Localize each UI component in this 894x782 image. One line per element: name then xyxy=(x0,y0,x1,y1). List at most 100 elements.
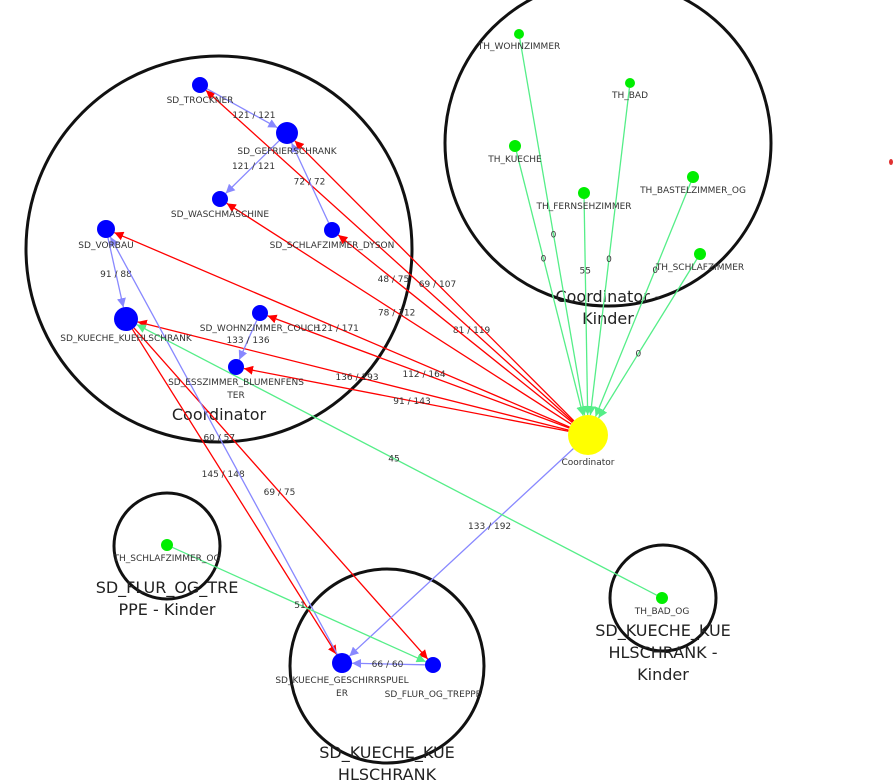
node-label: SD_KUECHE_GESCHIRRSPUEL xyxy=(275,676,408,686)
node-label: ER xyxy=(336,689,348,699)
router-node-dot[interactable] xyxy=(324,222,340,238)
edge-label: 121 / 121 xyxy=(232,111,275,121)
router-node-dot[interactable] xyxy=(332,653,352,673)
edge-trockner-gefrier[interactable] xyxy=(206,88,278,129)
edge-label: 0 xyxy=(636,350,642,360)
edge-label: 69 / 75 xyxy=(264,488,296,498)
edge-label: 0 xyxy=(541,255,547,265)
router-node-dot[interactable] xyxy=(192,77,208,93)
edge-geschirr-vorbau[interactable] xyxy=(109,236,338,655)
edge-treppe-geschirr[interactable] xyxy=(351,658,426,668)
edge-label: 69 / 107 xyxy=(419,280,456,290)
edge-label: 72 / 72 xyxy=(294,178,326,188)
group-label: HLSCHRANK xyxy=(338,765,437,782)
enddevice-node-dot[interactable] xyxy=(656,592,668,604)
edge-label: 112 / 164 xyxy=(402,370,445,380)
edge-th_schlaf-coord[interactable] xyxy=(597,258,698,419)
node-th-wohn[interactable]: TH_WOHNZIMMER xyxy=(477,29,561,52)
edge-couch-ess[interactable] xyxy=(238,320,258,360)
edge-label: 0 xyxy=(652,266,658,276)
node-label: SD_WOHNZIMMER_COUCH xyxy=(200,324,320,334)
edge-th_bad-coord[interactable] xyxy=(586,87,631,416)
router-node-dot[interactable] xyxy=(114,307,138,331)
enddevice-node-dot[interactable] xyxy=(514,29,524,39)
edge-coord-ess[interactable] xyxy=(243,365,569,432)
node-th-bad[interactable]: TH_BAD xyxy=(611,78,648,101)
node-dyson[interactable]: SD_SCHLAFZIMMER_DYSON xyxy=(270,222,395,251)
group-label: SD_KUECHE_KUE xyxy=(319,743,455,763)
node-th-schlaf[interactable]: TH_SCHLAFZIMMER xyxy=(655,248,744,273)
node-th-kueche[interactable]: TH_KUECHE xyxy=(487,140,542,165)
edge-th_bastel-coord[interactable] xyxy=(594,182,692,417)
node-th-fern[interactable]: TH_FERNSEHZIMMER xyxy=(535,187,632,212)
edge-dyson-gefrier[interactable] xyxy=(291,142,330,224)
node-kuehl[interactable]: SD_KUECHE_KUEHLSCHRANK xyxy=(60,307,193,344)
edge-label: 78 / 112 xyxy=(378,308,415,318)
node-th-bastel[interactable]: TH_BASTELZIMMER_OG xyxy=(639,171,746,196)
node-geschirr[interactable]: SD_KUECHE_GESCHIRRSPUEL ER xyxy=(275,653,409,699)
edge-coord-vorbau[interactable] xyxy=(114,231,570,428)
edge-kuehl-geschirr[interactable] xyxy=(131,328,338,655)
enddevice-node-dot[interactable] xyxy=(625,78,635,88)
node-label: TH_FERNSEHZIMMER xyxy=(535,202,631,212)
edge-label: 91 / 143 xyxy=(393,397,430,407)
node-label: TH_KUECHE xyxy=(487,155,542,165)
edge-gefrier-wasch[interactable] xyxy=(225,140,280,194)
node-label: SD_FLUR_OG_TREPPE xyxy=(385,690,482,700)
group-label: Kinder xyxy=(582,309,634,328)
enddevice-node-dot[interactable] xyxy=(578,187,590,199)
node-treppe[interactable]: SD_FLUR_OG_TREPPE xyxy=(385,657,482,700)
edge-coord-kuehl[interactable] xyxy=(137,319,569,431)
enddevice-node-dot[interactable] xyxy=(161,539,173,551)
edge-th_kueche-coord[interactable] xyxy=(515,151,586,416)
node-coord[interactable]: Coordinator xyxy=(561,415,615,468)
router-node-dot[interactable] xyxy=(212,191,228,207)
edge-label: 55 xyxy=(580,266,591,276)
node-label: Coordinator xyxy=(561,458,614,468)
node-vorbau[interactable]: SD_VORBAU xyxy=(78,220,134,251)
edge-coord-couch[interactable] xyxy=(267,314,570,429)
enddevice-node-dot[interactable] xyxy=(694,248,706,260)
edge-kuehl-treppe[interactable] xyxy=(133,327,429,660)
edge-label: 48 / 75 xyxy=(378,275,410,285)
router-node-dot[interactable] xyxy=(425,657,441,673)
coordinator-node-dot[interactable] xyxy=(568,415,608,455)
group-circle-g-coord xyxy=(24,54,414,444)
edge-th_wohn-coord[interactable] xyxy=(519,38,588,416)
node-label: SD_TROCKNER xyxy=(167,96,234,106)
node-couch[interactable]: SD_WOHNZIMMER_COUCH xyxy=(200,305,320,334)
router-node-dot[interactable] xyxy=(276,122,298,144)
stray-marker xyxy=(889,159,893,165)
edge-coord-geschirr[interactable] xyxy=(348,448,574,657)
edge-th_fern-coord[interactable] xyxy=(582,198,593,416)
edge-label: 0 xyxy=(551,231,557,241)
edge-coord-gefrier[interactable] xyxy=(294,140,575,422)
edge-vorbau-kuehl[interactable] xyxy=(107,237,126,308)
router-node-dot[interactable] xyxy=(228,359,244,375)
group-circle-g-coord-kinder xyxy=(443,0,773,308)
edge-label: 66 / 60 xyxy=(372,660,404,670)
node-th-bad-og[interactable]: TH_BAD_OG xyxy=(634,592,690,617)
edge-th_bad_og-kuehl[interactable] xyxy=(136,323,657,596)
node-gefrier[interactable]: SD_GEFRIERSCHRANK xyxy=(237,122,338,157)
router-node-dot[interactable] xyxy=(97,220,115,238)
node-trockner[interactable]: SD_TROCKNER xyxy=(167,77,234,106)
edge-th_schlaf_og-treppe[interactable] xyxy=(172,546,426,663)
node-label: TH_WOHNZIMMER xyxy=(477,42,561,52)
edge-label: 121 / 171 xyxy=(316,324,359,334)
node-th-schlaf-og[interactable]: TH_SCHLAFZIMMER_OG xyxy=(113,539,221,564)
node-wasch[interactable]: SD_WASCHMASCHINE xyxy=(171,191,270,220)
router-node-dot[interactable] xyxy=(252,305,268,321)
enddevice-node-dot[interactable] xyxy=(509,140,521,152)
edge-coord-trockner[interactable] xyxy=(205,89,574,423)
node-label: TH_SCHLAFZIMMER_OG xyxy=(113,554,221,564)
enddevice-node-dot[interactable] xyxy=(687,171,699,183)
edge-coord-wasch[interactable] xyxy=(226,202,572,425)
edge-coord-dyson[interactable] xyxy=(337,234,573,424)
node-label: TH_BAD_OG xyxy=(634,607,690,617)
